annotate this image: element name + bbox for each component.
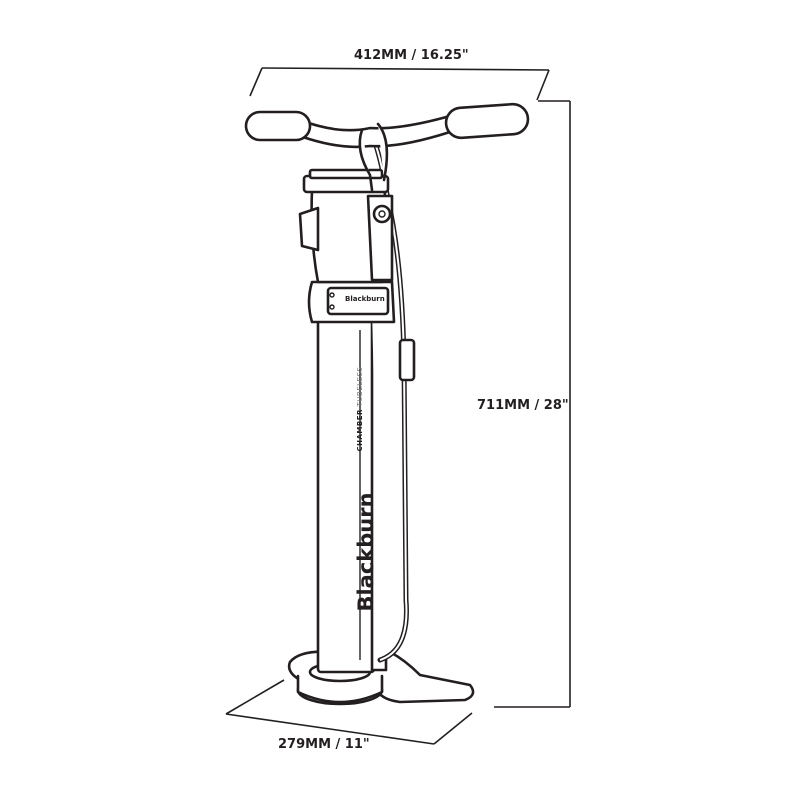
collar-brand-text: Blackburn <box>345 295 385 303</box>
width-dimension-lines <box>249 67 550 101</box>
width-dimension-label: 412MM / 16.25" <box>354 48 469 63</box>
base-dimension-label: 279MM / 11" <box>278 737 370 752</box>
pump-gauge-head <box>298 168 394 284</box>
pump-handle <box>244 102 530 192</box>
barrel-model-text: CHAMBER TUBELESS <box>356 366 364 452</box>
height-dimension-label: 711MM / 28" <box>477 398 569 413</box>
barrel-brand-logo: Blackburn <box>354 492 378 612</box>
base-dimension-lines <box>225 679 473 745</box>
height-dimension-lines <box>494 100 571 708</box>
pump-collar <box>307 280 396 324</box>
